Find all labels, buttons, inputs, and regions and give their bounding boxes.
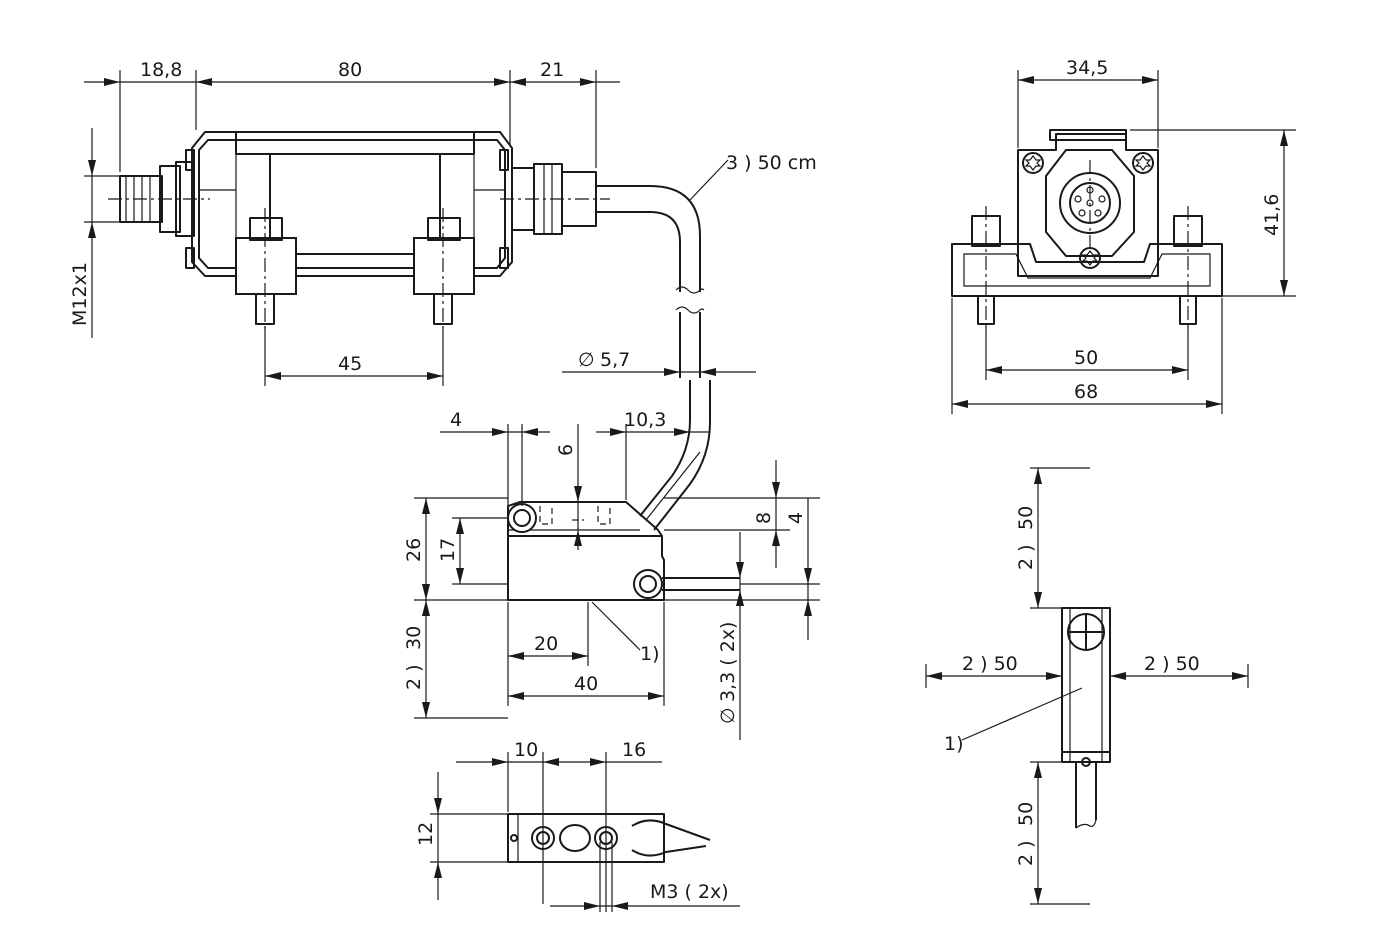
dim-50-end: 50 bbox=[1074, 347, 1098, 369]
sensor-bottom-view: 10 16 12 M3 ( 2x) bbox=[415, 739, 740, 912]
dim-26: 26 bbox=[403, 538, 425, 562]
dim-40: 40 bbox=[574, 673, 598, 695]
dim-20: 20 bbox=[534, 633, 558, 655]
dim-45: 45 bbox=[338, 353, 362, 375]
note-1-side: 1) bbox=[944, 733, 964, 755]
dim-34-5: 34,5 bbox=[1066, 57, 1108, 79]
dim-dia-3-3: 3,3 ( 2x) bbox=[717, 622, 739, 702]
dim-41-6: 41,6 bbox=[1261, 194, 1283, 236]
note-1-sensor: 1) bbox=[640, 643, 660, 665]
note-side-bottom: 2 ) bbox=[1015, 840, 1037, 866]
note-2-30: 2 ) bbox=[403, 664, 425, 690]
dim-16: 16 bbox=[622, 739, 646, 761]
cable-length-label: 3 ) 50 cm bbox=[726, 152, 817, 174]
dim-21: 21 bbox=[540, 59, 564, 81]
amplifier-front-view: 3 ) 50 cm 18,8 80 21 M12x1 45 ∅ bbox=[69, 59, 817, 386]
dim-dia-symbol-1: ∅ bbox=[578, 349, 595, 371]
dim-4-right: 4 bbox=[785, 512, 807, 524]
dim-4-top: 4 bbox=[450, 409, 462, 431]
amplifier-end-view: 34,5 41,6 50 68 bbox=[951, 57, 1296, 414]
dim-side-left: 2 ) 50 bbox=[962, 653, 1018, 675]
dim-m3: M3 ( 2x) bbox=[650, 881, 729, 903]
dim-dia-5-7: 5,7 bbox=[600, 349, 630, 371]
dim-18-8: 18,8 bbox=[140, 59, 182, 81]
dim-6: 6 bbox=[555, 444, 577, 456]
sensor-side-view: 4 6 10,3 26 17 8 bbox=[403, 380, 820, 740]
dim-side-top-50: 50 bbox=[1015, 506, 1037, 530]
dim-10: 10 bbox=[514, 739, 538, 761]
note-side-top: 2 ) bbox=[1015, 544, 1037, 570]
dim-dia-symbol-2: ∅ bbox=[717, 707, 739, 724]
dim-30: 30 bbox=[403, 626, 425, 650]
dim-68: 68 bbox=[1074, 381, 1098, 403]
dim-10-3: 10,3 bbox=[624, 409, 666, 431]
dim-m12x1: M12x1 bbox=[69, 262, 91, 326]
dim-12: 12 bbox=[415, 822, 437, 846]
dim-80: 80 bbox=[338, 59, 362, 81]
dim-side-right: 2 ) 50 bbox=[1144, 653, 1200, 675]
dim-side-bottom-50: 50 bbox=[1015, 802, 1037, 826]
dim-17: 17 bbox=[437, 538, 459, 562]
dim-8: 8 bbox=[753, 512, 775, 524]
sensor-end-view: 50 2 ) 2 ) 50 2 ) 50 1) 50 2 ) bbox=[925, 467, 1249, 905]
